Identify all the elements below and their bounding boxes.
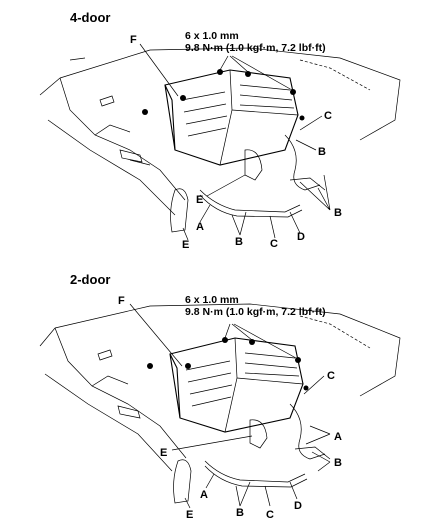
callout-e-upper-4door: E (196, 194, 203, 206)
callout-e-lower-2door: E (186, 509, 193, 521)
bolt-size: 6 x 1.0 mm (185, 294, 239, 306)
callout-c-lower-4door: C (270, 238, 278, 250)
callout-b-lower-2door: B (236, 507, 244, 519)
callout-a-right-2door: A (334, 431, 342, 443)
callout-c-upper-2door: C (327, 370, 335, 382)
heater-unit-diagram-2-door: F C A B E A B C D E (39, 295, 401, 521)
callout-e-lower-4door: E (182, 239, 189, 251)
callout-d-2door: D (294, 500, 302, 512)
torque-value: 9.8 N·m (1.0 kgf·m, 7.2 lbf·ft) (185, 42, 326, 54)
callout-b-right-4door: B (334, 207, 342, 219)
callout-a-4door: A (196, 221, 204, 233)
torque-value: 9.8 N·m (1.0 kgf·m, 7.2 lbf·ft) (185, 306, 326, 318)
callout-e-upper-2door: E (160, 447, 167, 459)
panel-title: 2-door (70, 272, 111, 287)
panel-4-door: F C B B E A B C D E 4-door 6 x 1.0 mm 9.… (39, 10, 401, 251)
callout-c-lower-2door: C (266, 509, 274, 521)
callout-d-4door: D (297, 231, 305, 243)
callout-a-2door: A (200, 489, 208, 501)
callout-f-4door: F (130, 34, 137, 46)
panel-title: 4-door (70, 10, 111, 25)
panel-2-door: F C A B E A B C D E 2-door 6 x 1.0 mm 9.… (0, 266, 440, 532)
callout-b-lower-4door: B (235, 236, 243, 248)
callout-f-2door: F (118, 295, 125, 307)
heater-unit-diagram-4-door: F C B B E A B C D E (39, 34, 401, 251)
callout-b-upper-4door: B (318, 146, 326, 158)
torque-spec: 6 x 1.0 mm 9.8 N·m (1.0 kgf·m, 7.2 lbf·f… (185, 294, 326, 318)
torque-spec: 6 x 1.0 mm 9.8 N·m (1.0 kgf·m, 7.2 lbf·f… (185, 30, 326, 54)
callout-c-upper-4door: C (324, 110, 332, 122)
bolt-size: 6 x 1.0 mm (185, 30, 239, 42)
callout-b-right-2door: B (334, 457, 342, 469)
